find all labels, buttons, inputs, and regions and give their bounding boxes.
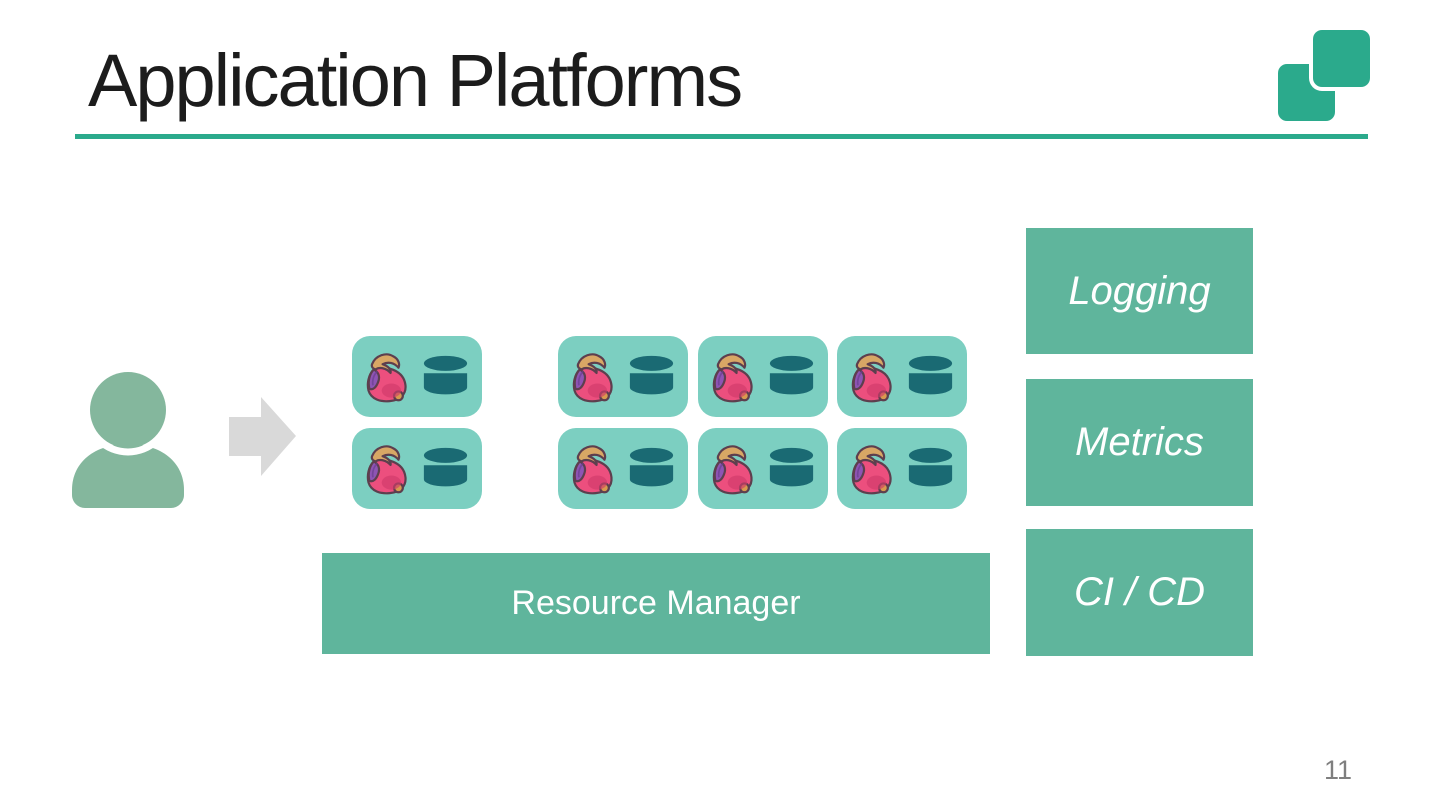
database-cylinder-icon [628, 447, 675, 491]
app-instance-box [698, 428, 828, 509]
database-cylinder-icon [628, 355, 675, 399]
app-blob-icon [571, 350, 615, 403]
app-instance-box [558, 428, 688, 509]
app-blob-icon [711, 442, 755, 495]
user-icon [72, 366, 184, 508]
database-cylinder-icon [768, 447, 815, 491]
app-blob-icon [365, 350, 409, 403]
database-cylinder-icon [422, 355, 469, 399]
app-blob-icon [850, 350, 894, 403]
slide-page-number: 11 [1323, 755, 1352, 785]
database-cylinder-icon [422, 447, 469, 491]
service-label: Metrics [1075, 420, 1204, 464]
app-instance-box [837, 336, 967, 417]
database-cylinder-icon [907, 355, 954, 399]
database-cylinder-icon [768, 355, 815, 399]
app-instance-box [837, 428, 967, 509]
logo-square-front-icon [1313, 30, 1370, 87]
app-instance-box [558, 336, 688, 417]
service-panel-metrics: Metrics [1026, 379, 1253, 506]
resource-manager-label: Resource Manager [511, 584, 801, 622]
right-arrow-icon [229, 397, 296, 476]
app-blob-icon [711, 350, 755, 403]
app-instance-box [698, 336, 828, 417]
service-label: Logging [1068, 268, 1211, 313]
page-title: Application Platforms [88, 39, 743, 122]
title-underline [75, 134, 1368, 139]
service-label: CI / CD [1073, 570, 1206, 614]
app-blob-icon [571, 442, 615, 495]
database-cylinder-icon [907, 447, 954, 491]
app-blob-icon [850, 442, 894, 495]
app-instance-box [352, 428, 482, 509]
service-panel-cicd: CI / CD [1026, 529, 1253, 656]
resource-manager-box: Resource Manager [322, 553, 990, 654]
service-panel-logging: Logging [1026, 228, 1253, 354]
app-blob-icon [365, 442, 409, 495]
app-instance-box [352, 336, 482, 417]
